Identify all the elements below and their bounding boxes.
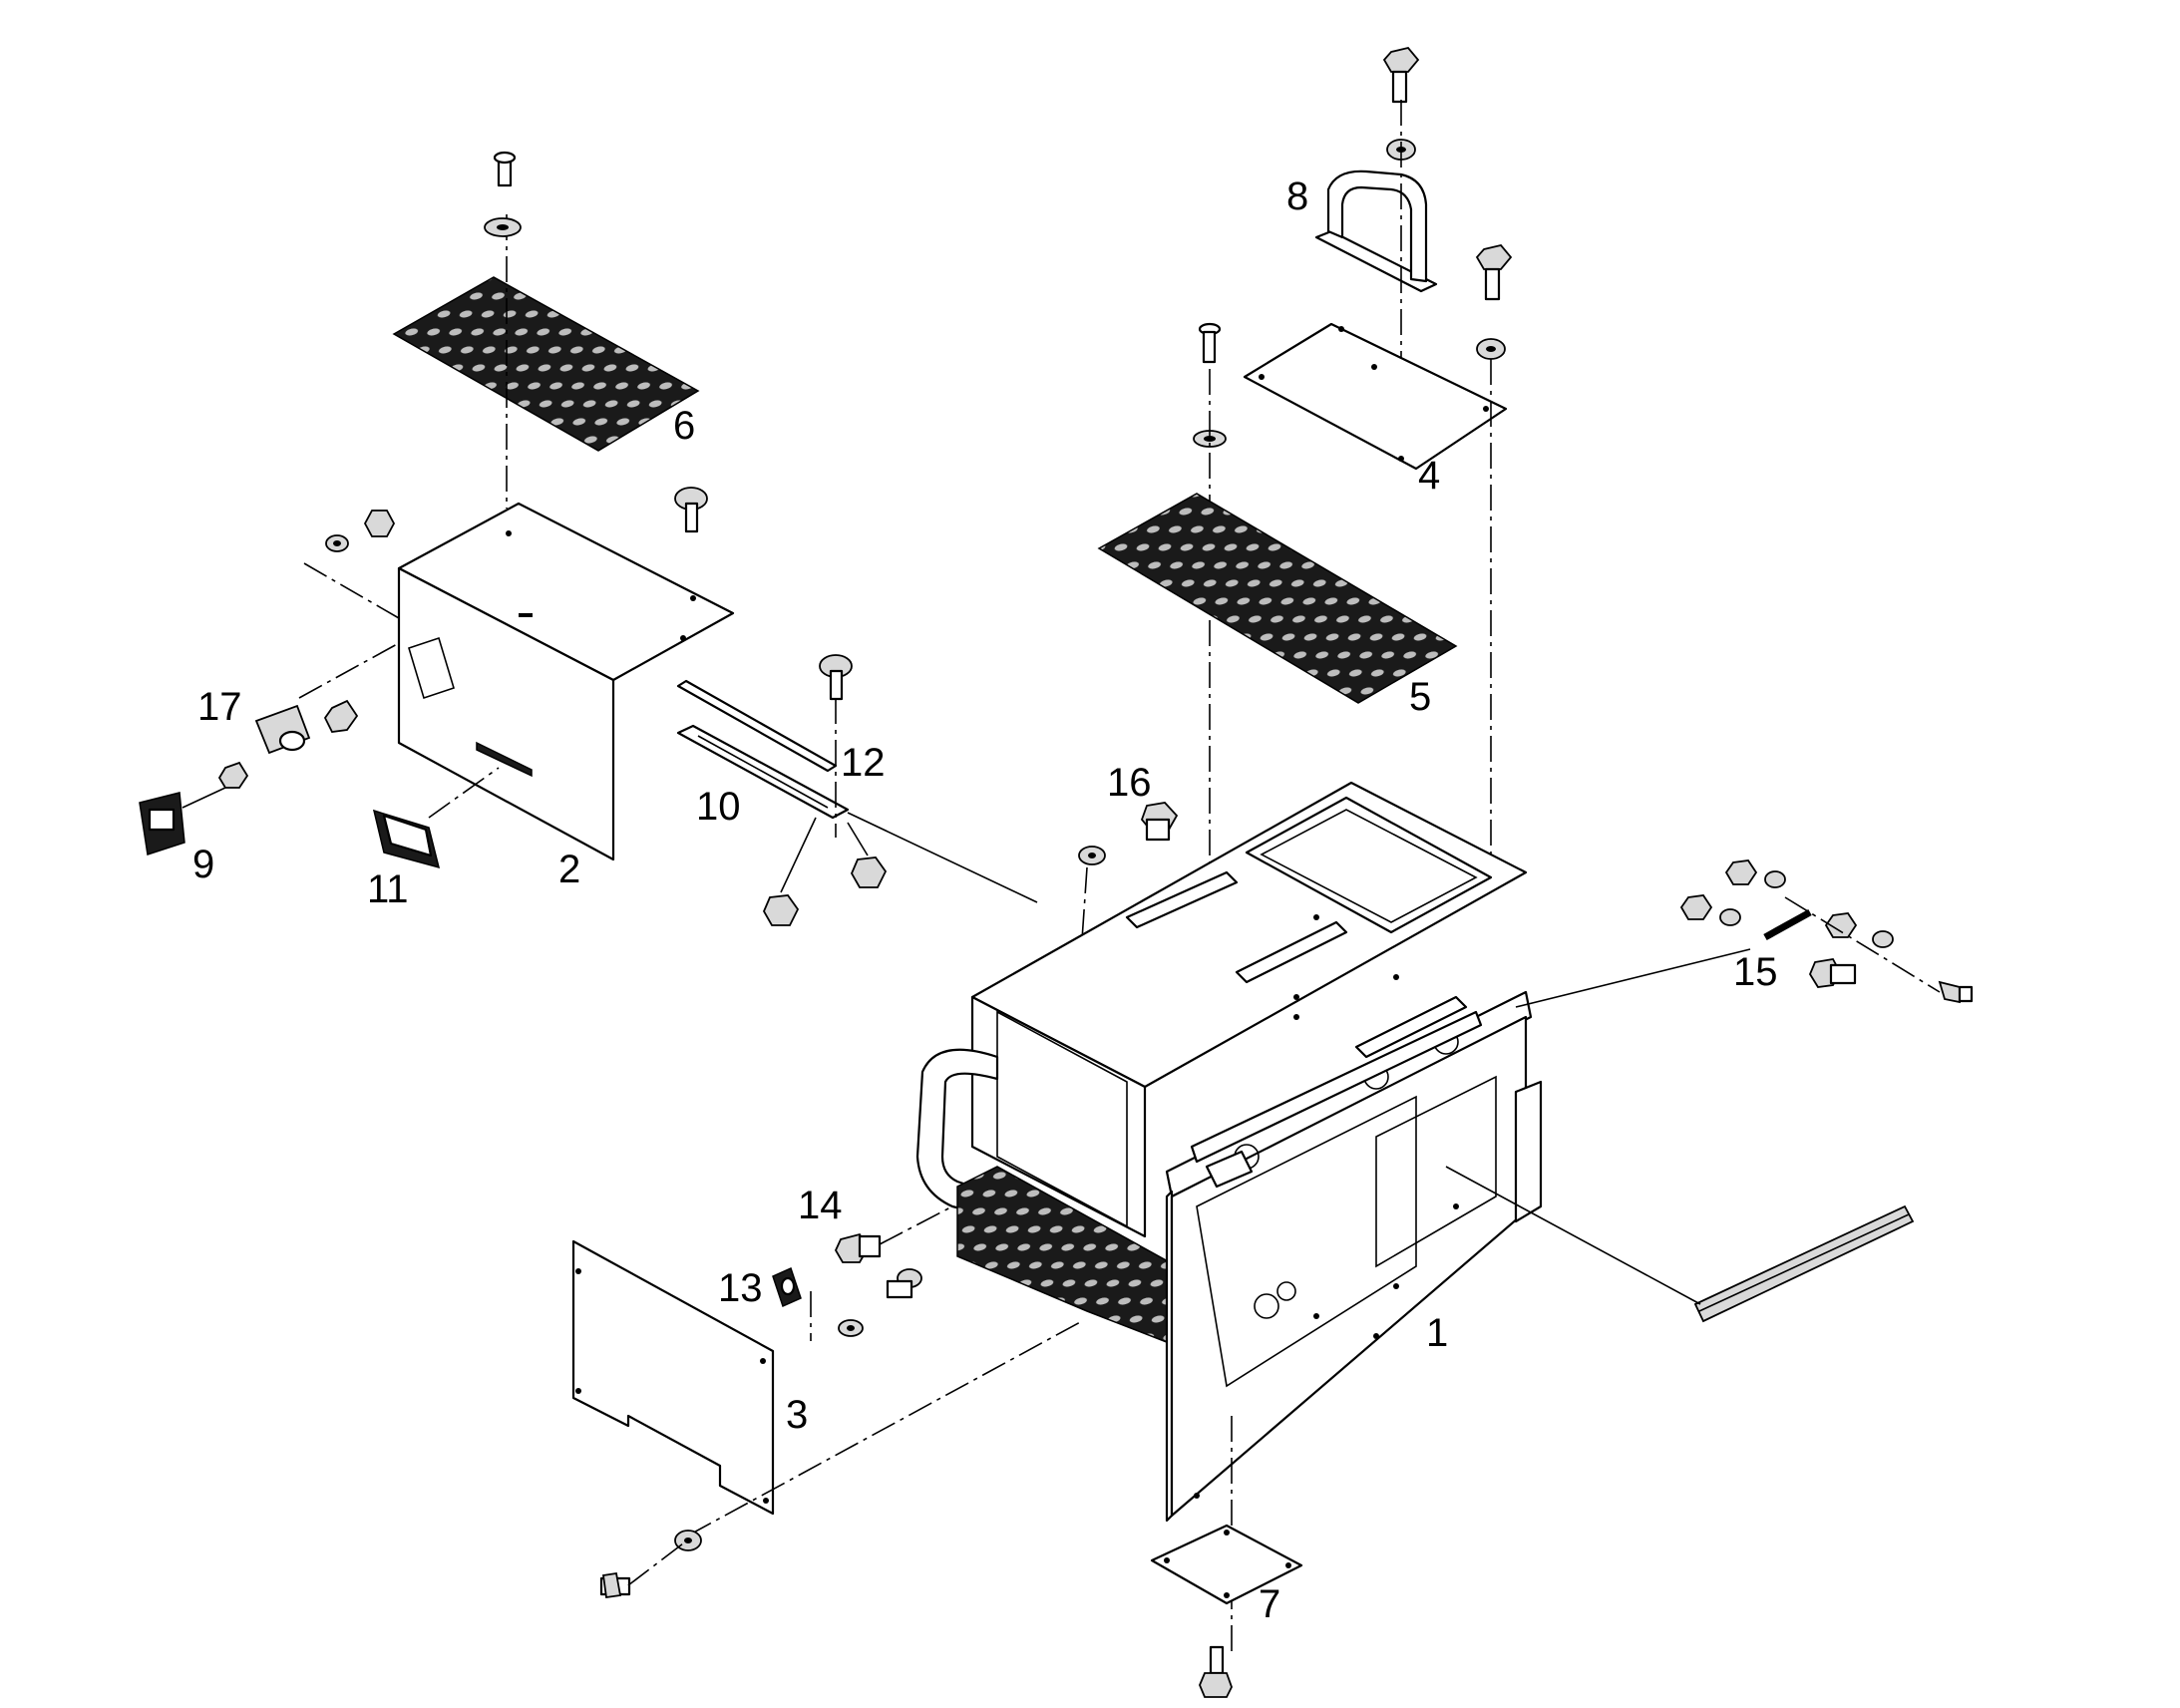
- bolt-13: [810, 1268, 922, 1341]
- screw-4: [1193, 322, 1227, 877]
- latch-handle-9: [139, 787, 226, 855]
- tread-plate-5: [1097, 493, 1458, 704]
- bolt-8: [1382, 46, 1420, 389]
- carriage-bolt-12: [819, 654, 853, 838]
- callout-7: 7: [1259, 1582, 1280, 1626]
- callout-10: 10: [696, 785, 741, 829]
- callout-15: 15: [1733, 950, 1778, 994]
- callout-5: 5: [1409, 675, 1431, 719]
- callout-17: 17: [197, 685, 242, 729]
- fitting-14: [834, 1205, 953, 1263]
- callout-4: 4: [1418, 454, 1440, 498]
- rubber-strip: [1445, 1166, 1915, 1323]
- latch-17: [217, 699, 359, 789]
- grommet-11: [372, 767, 500, 869]
- nuts-10: [762, 817, 888, 926]
- bottom-plate-7: [1150, 1524, 1303, 1605]
- main-frame-1: [915, 781, 1543, 1523]
- nut-washer-upper-left: [325, 510, 396, 552]
- hinge-strip-10: [676, 724, 850, 820]
- tread-plate-6: [392, 151, 700, 509]
- callout-11: 11: [367, 867, 409, 911]
- pin-assembly-15: [1515, 859, 1974, 1008]
- callout-9: 9: [192, 843, 214, 886]
- bolt-7: [1199, 1645, 1233, 1698]
- callout-1: 1: [1426, 1311, 1448, 1355]
- callout-12: 12: [841, 741, 886, 785]
- bolt-3: [599, 1530, 702, 1599]
- callout-2: 2: [558, 848, 580, 891]
- cover-plate-4: [1243, 322, 1508, 471]
- callout-13: 13: [718, 1266, 763, 1310]
- carriage-bolt-right: [674, 487, 708, 533]
- hinge-strip-12: [676, 679, 838, 773]
- callout-6: 6: [673, 404, 695, 448]
- callout-16: 16: [1107, 761, 1152, 805]
- callout-14: 14: [798, 1184, 843, 1227]
- plate-13: [772, 1266, 802, 1308]
- bolt-4: [1475, 243, 1513, 877]
- callout-labels: 1 2 3 4 5 6 7 8 9 10 11 12 13 14 15 16 1…: [192, 174, 1778, 1626]
- callout-8: 8: [1286, 174, 1308, 218]
- callout-3: 3: [786, 1393, 808, 1437]
- screw-6: [484, 151, 522, 237]
- step-cover-2: [298, 502, 735, 861]
- side-panel-3: [571, 1239, 1083, 1537]
- handle-8: [1314, 170, 1438, 293]
